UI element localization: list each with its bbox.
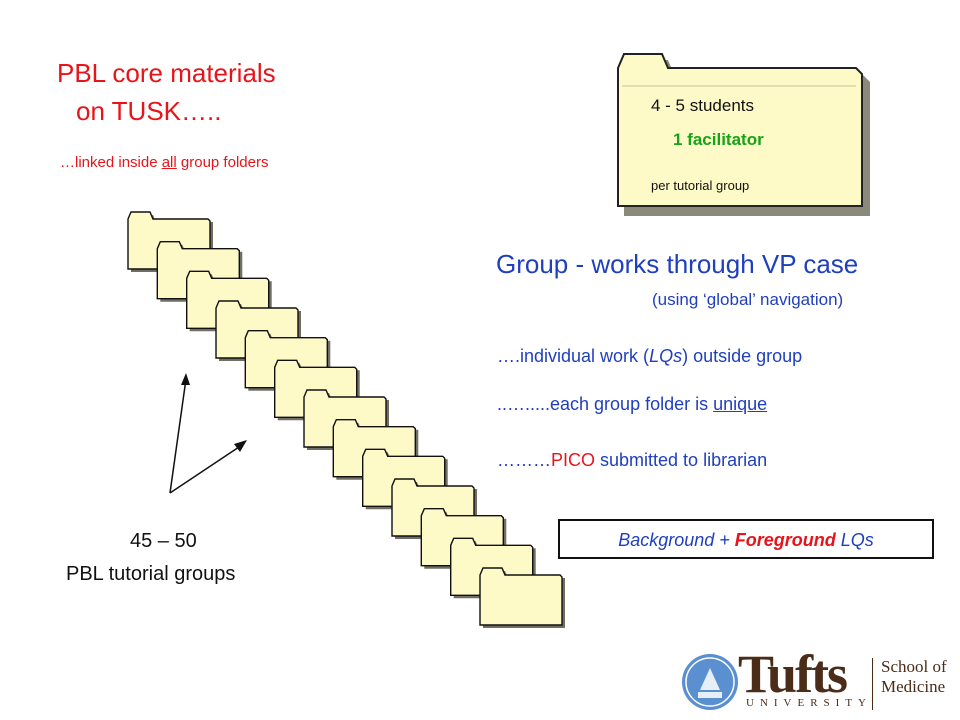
- unique-folder-line: ..….....each group folder is unique: [497, 394, 767, 415]
- per-tutorial-group: per tutorial group: [651, 178, 750, 193]
- title-line-2: on TUSK…..: [76, 96, 222, 126]
- facilitator-count: 1 facilitator: [673, 130, 764, 149]
- arrow-right-head: [234, 440, 247, 452]
- pico-word: PICO: [551, 450, 596, 470]
- individual-work-line: ….individual work (LQs) outside group: [497, 346, 802, 367]
- individual-lqs: LQs: [649, 346, 683, 366]
- pico-suffix: submitted to librarian: [595, 450, 768, 470]
- group-navigation: (using ‘global’ navigation): [652, 290, 844, 309]
- pico-line: ………PICO submitted to librarian: [497, 450, 767, 471]
- arrow-up-head: [181, 373, 190, 385]
- linked-subtitle-suffix: group folders: [176, 154, 269, 171]
- arrow-up: [169, 378, 187, 494]
- lq-box-text: Background + Foreground LQs: [560, 530, 932, 551]
- pico-prefix: ………: [497, 450, 551, 470]
- individual-prefix: ….individual work (: [497, 346, 650, 366]
- lq-foreground: Foreground: [734, 530, 836, 550]
- lq-background: Background +: [618, 530, 735, 550]
- group-label: PBL tutorial groups: [66, 563, 236, 585]
- students-count: 4 - 5 students: [651, 96, 755, 115]
- tufts-seal-icon: [682, 654, 738, 710]
- logo-divider: [872, 658, 873, 710]
- group-range: 45 – 50: [130, 530, 197, 552]
- arrow-right: [169, 444, 243, 494]
- title-line-1: PBL core materials: [57, 58, 276, 88]
- tufts-wordmark: Tufts: [738, 644, 848, 704]
- group-folder-icon: [479, 567, 565, 628]
- lq-box: Background + Foreground LQs: [558, 519, 934, 559]
- tufts-university: UNIVERSITY: [746, 697, 872, 709]
- seal-graphic: [685, 657, 735, 707]
- folder-stack: [127, 211, 565, 628]
- school-of-medicine: School of Medicine: [881, 657, 947, 696]
- lq-suffix: LQs: [835, 530, 874, 550]
- unique-prefix: ..….....each group folder is: [497, 394, 714, 414]
- tutorial-group-folder-icon: [617, 53, 870, 216]
- group-title: Group - works through VP case: [496, 249, 859, 279]
- linked-subtitle-prefix: …linked inside: [60, 154, 162, 171]
- linked-subtitle-underlined: all: [161, 154, 177, 171]
- unique-word: unique: [713, 394, 768, 414]
- individual-suffix: ) outside group: [682, 346, 803, 366]
- pointer-arrows: [169, 373, 247, 494]
- linked-subtitle: …linked inside all group folders: [60, 154, 268, 171]
